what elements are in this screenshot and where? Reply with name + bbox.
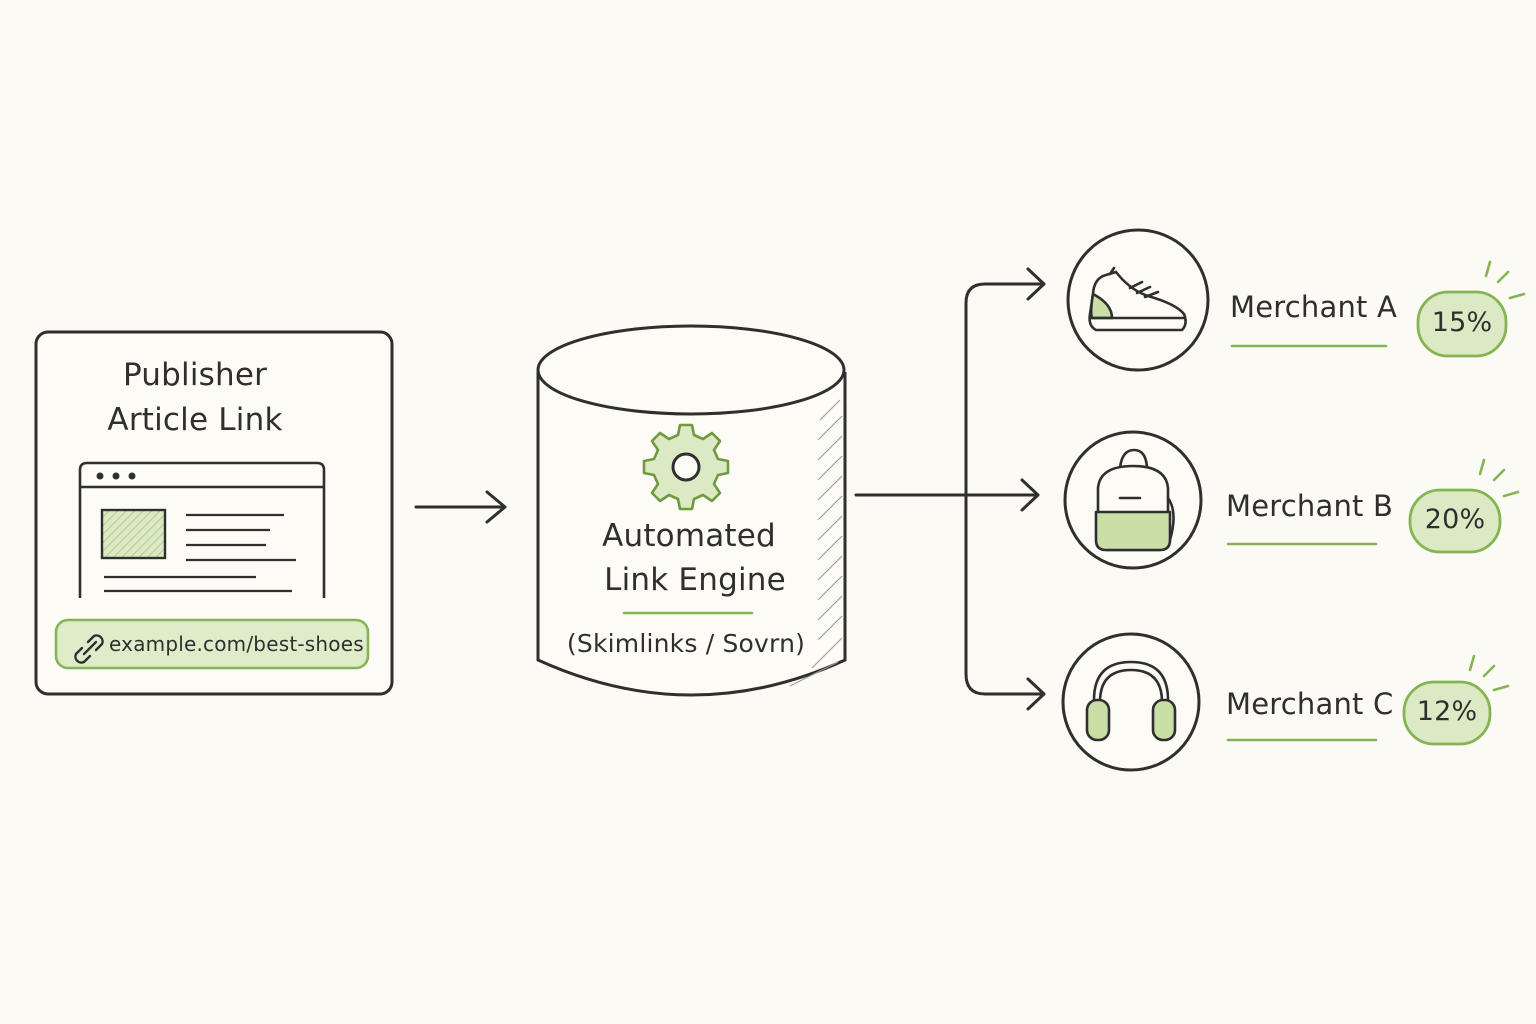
merchant-c-commission: 12% — [1416, 696, 1478, 727]
merchant-c-sparkle-icon — [1468, 654, 1510, 692]
publisher-title-line2: Article Link — [107, 402, 283, 438]
merchant-a-commission-badge — [1416, 290, 1508, 358]
url-pill[interactable] — [54, 618, 370, 670]
merchant-c-commission-badge — [1402, 680, 1492, 746]
publisher-title-line1: Publisher — [122, 357, 268, 393]
merchant-b-commission: 20% — [1424, 504, 1486, 535]
merchant-a-name[interactable]: Merchant A — [1230, 290, 1398, 324]
merchant-c-name[interactable]: Merchant C — [1226, 687, 1394, 721]
engine-cylinder — [536, 324, 847, 697]
link-icon — [74, 634, 104, 664]
browser-window-icon — [78, 461, 326, 598]
engine-title-line2: Link Engine — [604, 562, 786, 598]
arrow-publisher-to-engine — [414, 490, 507, 524]
shoe-icon — [1088, 266, 1187, 332]
merchant-b-name[interactable]: Merchant B — [1226, 489, 1394, 523]
engine-title-line1: Automated — [602, 518, 776, 554]
gear-icon — [642, 423, 730, 511]
headphones-icon — [1085, 660, 1177, 742]
publisher-url[interactable]: example.com/best-shoes — [109, 632, 364, 656]
publisher-card — [34, 330, 394, 696]
backpack-icon — [1094, 448, 1175, 552]
merchant-b-sparkle-icon — [1478, 458, 1520, 498]
merchant-a-sparkle-icon — [1484, 260, 1526, 300]
merchant-b-commission-badge — [1408, 488, 1502, 554]
merchant-a-commission: 15% — [1431, 307, 1493, 338]
merchant-c-circle[interactable] — [1061, 632, 1201, 772]
engine-subtitle: (Skimlinks / Sovrn) — [566, 629, 806, 658]
branch-arrows — [854, 267, 1046, 711]
